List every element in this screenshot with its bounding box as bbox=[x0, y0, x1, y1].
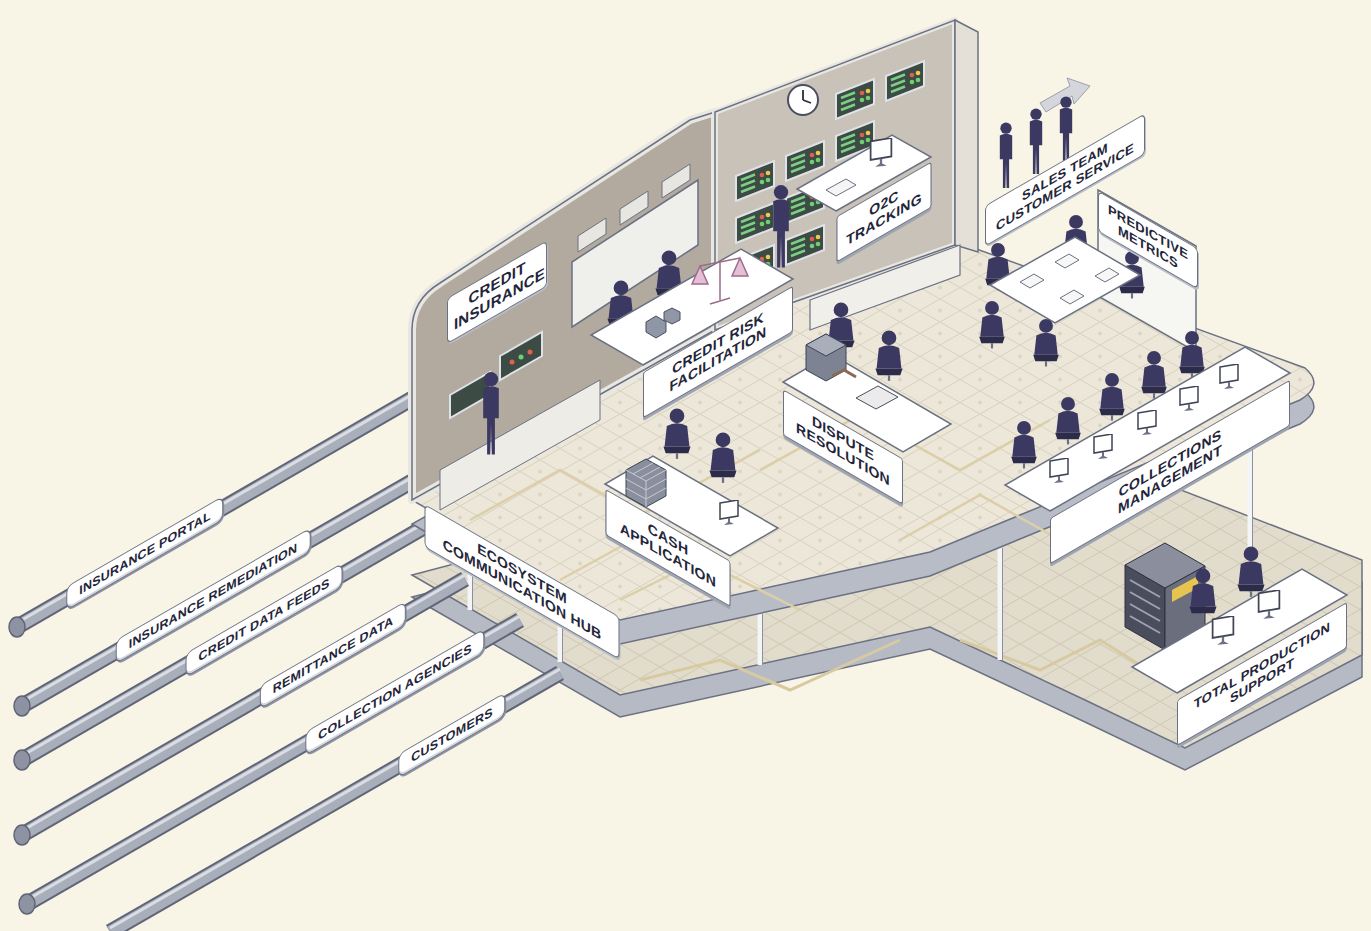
pipe-cap bbox=[14, 750, 30, 770]
paper bbox=[826, 179, 856, 196]
wall-counter bbox=[440, 380, 600, 510]
wall-monitor bbox=[836, 79, 874, 119]
wall-monitor bbox=[786, 225, 824, 265]
monitor bbox=[720, 500, 738, 525]
rod-edge bbox=[762, 614, 763, 665]
person-seated bbox=[1055, 397, 1081, 444]
pipe-cap bbox=[9, 617, 25, 637]
person-standing bbox=[1000, 123, 1012, 188]
control-panel bbox=[500, 332, 542, 380]
person-seated bbox=[1189, 569, 1216, 619]
wall-monitor bbox=[786, 141, 824, 181]
rod bbox=[998, 548, 1003, 660]
pipe-outline bbox=[20, 518, 440, 761]
pipe-outline bbox=[20, 579, 465, 836]
monitor bbox=[1180, 386, 1198, 411]
pipe-outline bbox=[25, 620, 520, 905]
paper-tray bbox=[856, 386, 898, 409]
pipe-highlight bbox=[25, 616, 520, 901]
cube-grid bbox=[626, 463, 666, 507]
monitor bbox=[1138, 410, 1156, 435]
pipe-highlight bbox=[20, 470, 425, 703]
person-seated bbox=[1099, 373, 1125, 420]
clock-hands bbox=[803, 90, 811, 103]
rod-edge bbox=[1252, 445, 1253, 560]
wall-monitor bbox=[736, 161, 774, 201]
person-standing bbox=[1060, 97, 1072, 162]
pipe-body bbox=[20, 579, 465, 836]
panel-light bbox=[510, 360, 515, 365]
person-standing bbox=[483, 372, 499, 455]
pipe bbox=[14, 514, 440, 770]
cube bbox=[664, 308, 680, 324]
person-seated bbox=[1179, 331, 1205, 378]
panel-light bbox=[528, 350, 533, 355]
printer-arrow bbox=[832, 370, 856, 377]
meeting-table bbox=[990, 237, 1140, 323]
person-standing bbox=[1030, 109, 1042, 174]
wall-return bbox=[955, 20, 978, 252]
pipe-body bbox=[110, 673, 560, 931]
monitor bbox=[1213, 616, 1234, 645]
person-seated bbox=[1033, 319, 1059, 366]
pipe-highlight bbox=[110, 669, 560, 928]
wall-monitor bbox=[736, 203, 774, 243]
rod bbox=[758, 614, 763, 665]
pipe bbox=[110, 669, 560, 931]
pipe bbox=[14, 470, 425, 716]
pipe-cap bbox=[19, 894, 35, 914]
wall-panel bbox=[578, 218, 606, 252]
pipe-outline bbox=[20, 474, 425, 707]
server-rack-slots bbox=[1130, 580, 1160, 633]
rod-edge bbox=[1002, 548, 1003, 660]
wall-panel bbox=[620, 191, 648, 225]
person-standing bbox=[773, 185, 789, 268]
monitor bbox=[1259, 590, 1280, 619]
pipe-body bbox=[20, 518, 440, 761]
panel-light bbox=[519, 355, 524, 360]
monitor bbox=[871, 138, 892, 167]
papers bbox=[1020, 254, 1119, 304]
pipe-body bbox=[25, 620, 520, 905]
monitor bbox=[1220, 364, 1238, 389]
balance-scale bbox=[692, 258, 748, 304]
person-seated bbox=[1237, 547, 1264, 597]
person-seated bbox=[1011, 421, 1037, 468]
wall-clock bbox=[788, 85, 818, 115]
person-seated bbox=[709, 433, 736, 483]
person-seated bbox=[979, 301, 1005, 348]
person-seated bbox=[1141, 351, 1167, 398]
pipe-body bbox=[20, 474, 425, 707]
pipe-highlight bbox=[20, 575, 465, 832]
low-partition bbox=[810, 245, 960, 330]
cube bbox=[646, 316, 666, 338]
rod bbox=[1248, 445, 1253, 560]
monitor bbox=[1050, 458, 1068, 483]
pipe bbox=[19, 616, 520, 914]
person-seated bbox=[663, 409, 690, 459]
printer bbox=[806, 334, 846, 381]
data-cube bbox=[626, 459, 666, 507]
pipe-cap bbox=[14, 825, 30, 845]
printer-top bbox=[806, 334, 846, 356]
person-seated bbox=[875, 331, 902, 381]
pipe-cap bbox=[14, 696, 30, 716]
pipe bbox=[14, 575, 465, 845]
wall-monitor bbox=[886, 61, 924, 101]
pipe-outline bbox=[110, 673, 560, 931]
wall-panel bbox=[662, 164, 690, 198]
monitor bbox=[1094, 434, 1112, 459]
